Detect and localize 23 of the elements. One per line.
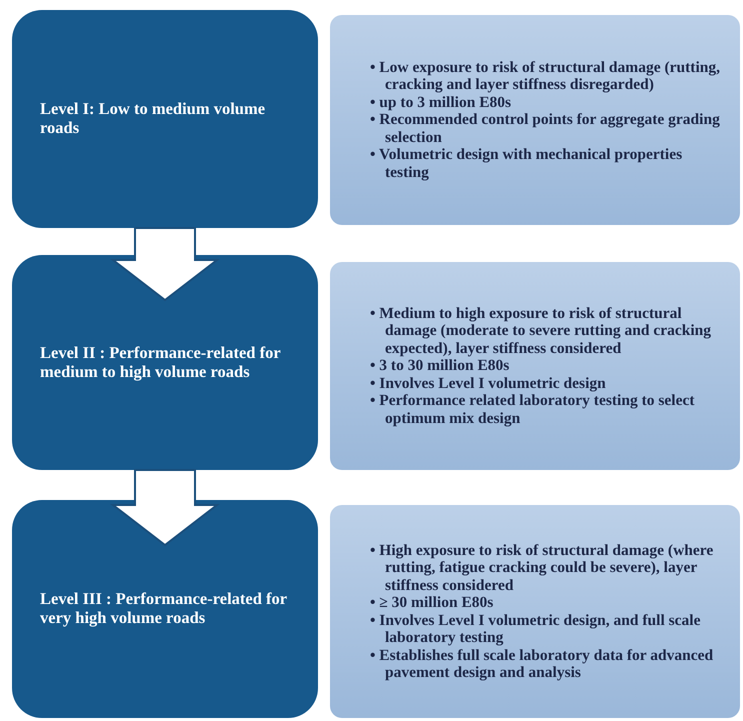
bullet-point: • Involves Level I volumetric design [370,374,607,392]
bullet-point: • ≥ 30 million E80s [370,594,494,612]
level-heading: Level II : Performance-related for medium to high volume roads [40,344,282,382]
description-panel [330,15,740,225]
block-arrow [110,227,220,302]
level-box [12,500,318,718]
description-panel [330,505,740,718]
level-box [12,255,318,470]
level-box [12,10,318,228]
bullet-point: • Recommended control points for aggregate grading selection [370,111,721,146]
block-arrow [110,469,220,546]
level-heading: Level I: Low to medium volume roads [40,100,266,138]
bullet-point: • up to 3 million E80s [370,94,512,112]
bullet-point: • Low exposure to risk of structural damage (rutting, cracking and layer stiffness disregarded) [370,58,721,94]
bullet-point: • High exposure to risk of structural damage (where rutting, fatigue cracking could be severe), layer stiffness considered [370,542,714,594]
bullet-point: • 3 to 30 million E80s [370,357,510,375]
bullet-point: • Medium to high exposure to risk of structural damage (moderate to severe rutting and cracking expected), layer stiffness considered [370,304,712,358]
bullet-point: • Volumetric design with mechanical properties testing [370,146,684,182]
bullet-point: • Performance related laboratory testing to select optimum mix design [370,392,696,428]
bullet-point: • Involves Level I volumetric design, and full scale laboratory testing [370,612,702,646]
level-heading: Level III : Performance-related for very high volume roads [40,590,288,628]
bullet-point: • Establishes full scale laboratory data for advanced pavement design and analysis [370,646,714,682]
description-panel [330,262,740,470]
